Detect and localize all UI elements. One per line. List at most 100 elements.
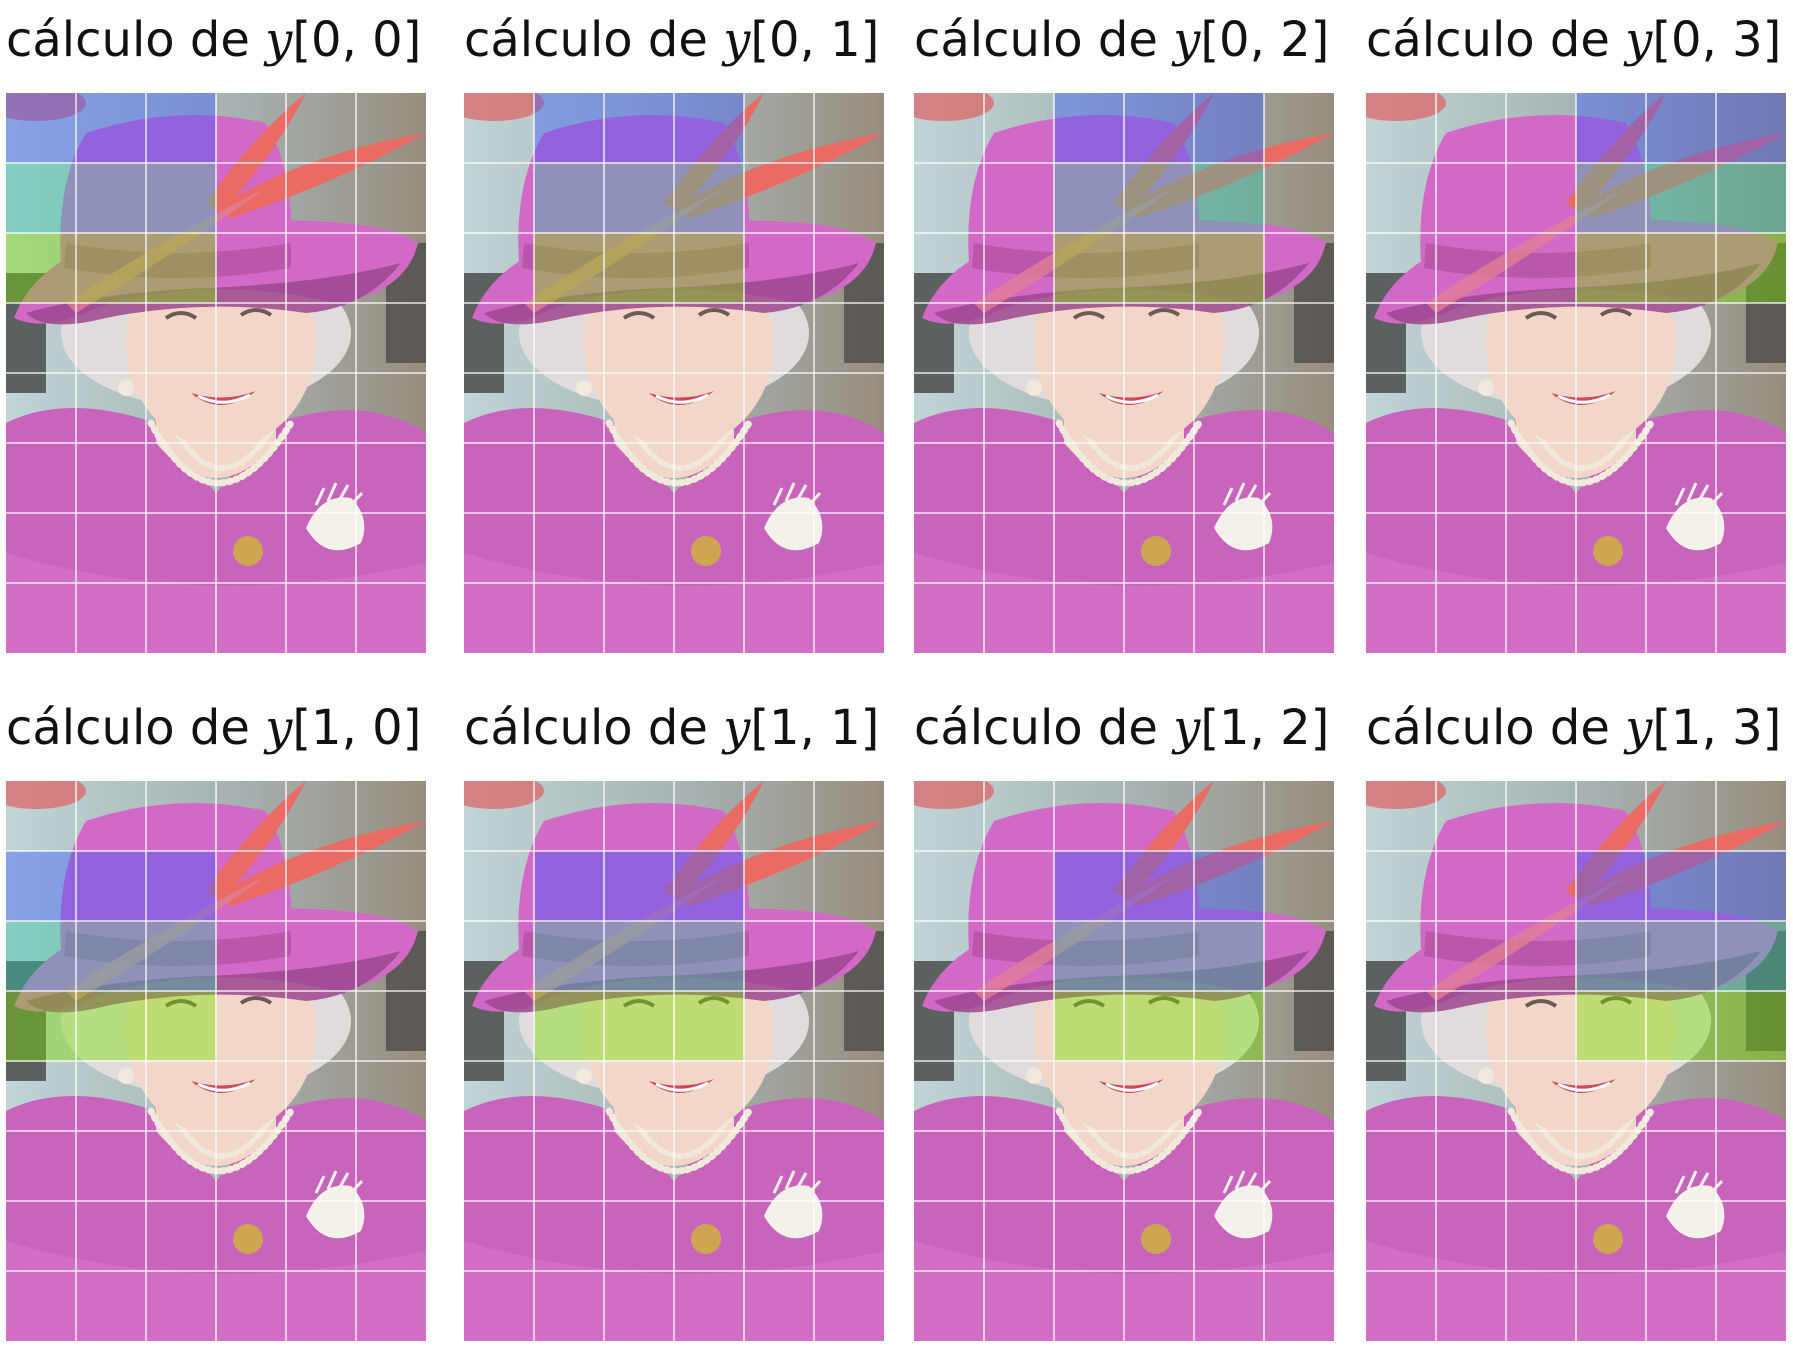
kernel-cell	[146, 991, 216, 1061]
photo-svg	[464, 781, 884, 1341]
photo-panel	[464, 781, 884, 1341]
kernel-cell	[674, 851, 744, 921]
pearl-necklace	[1076, 1108, 1187, 1159]
kernel-cell	[1054, 93, 1124, 163]
kernel-overlay	[1576, 93, 1786, 303]
feather	[1566, 781, 1666, 901]
coat-button	[1593, 1224, 1623, 1254]
kernel-cell	[146, 233, 216, 303]
pearl-earring	[1026, 380, 1042, 396]
brooch-spikes	[1674, 482, 1724, 507]
pixel-grid	[914, 93, 1334, 653]
background-red-blur	[914, 781, 994, 809]
pearl-necklace	[605, 419, 753, 487]
coat-button	[1141, 536, 1171, 566]
kernel-cell	[1716, 921, 1786, 991]
pixel-grid	[464, 93, 884, 653]
title-variable: y	[723, 700, 751, 756]
kernel-cell	[1124, 163, 1194, 233]
background-red-blur	[1366, 781, 1446, 809]
feather	[1566, 93, 1666, 213]
right-eye	[239, 308, 273, 317]
photo-svg	[914, 93, 1334, 653]
hat-crown	[60, 803, 292, 964]
mouth	[191, 391, 256, 406]
kernel-cell	[1194, 921, 1264, 991]
kernel-cell	[1646, 233, 1716, 303]
teeth	[655, 393, 709, 404]
mouth	[1099, 391, 1164, 406]
pearl-necklace	[1055, 419, 1203, 487]
title-index: [1, 1]	[750, 700, 880, 756]
kernel-cell	[534, 233, 604, 303]
feather	[1124, 821, 1334, 906]
kernel-overlay	[1576, 851, 1786, 1061]
kernel-overlay	[1054, 93, 1264, 303]
kernel-cell	[6, 163, 76, 233]
photo-svg	[1366, 93, 1786, 653]
brooch	[1666, 497, 1725, 551]
pearl-necklace	[1528, 1108, 1639, 1159]
right-eye	[697, 996, 731, 1005]
feather	[1124, 133, 1334, 218]
photo-panel	[6, 781, 426, 1341]
pearl-earring	[118, 1068, 134, 1084]
feather	[1576, 133, 1786, 218]
feather	[1114, 93, 1214, 213]
hat-brim-shadow	[484, 263, 859, 325]
kernel-cell	[76, 851, 146, 921]
kernel-cell	[1124, 93, 1194, 163]
kernel-cell	[6, 991, 76, 1061]
hat-crown	[1420, 115, 1652, 276]
feather	[206, 781, 306, 901]
pixel-grid	[914, 781, 1334, 1341]
feather	[206, 93, 306, 213]
title-variable: y	[723, 12, 751, 68]
pearl-earring	[1478, 1068, 1494, 1084]
teeth	[1105, 393, 1159, 404]
teeth	[655, 1081, 709, 1092]
kernel-overlay	[1054, 851, 1264, 1061]
kernel-cell	[1716, 233, 1786, 303]
left-eye	[1524, 999, 1558, 1008]
kernel-cell	[1194, 163, 1264, 233]
kernel-cell	[1194, 233, 1264, 303]
title-prefix: cálculo de	[1366, 12, 1610, 68]
left-eye	[1072, 999, 1106, 1008]
kernel-cell	[1576, 851, 1646, 921]
photo-panel	[1366, 93, 1786, 653]
kernel-cell	[1576, 921, 1646, 991]
kernel-cell	[604, 921, 674, 991]
hat-brim-shadow	[1386, 951, 1761, 1013]
teeth	[197, 1081, 251, 1092]
kernel-overlay	[534, 851, 744, 1061]
coat-button	[233, 536, 263, 566]
title-variable: y	[265, 700, 293, 756]
pearl-earring	[1478, 380, 1494, 396]
brooch-spikes	[1674, 1170, 1724, 1195]
brooch	[306, 1185, 365, 1239]
pearl-necklace	[1055, 1107, 1203, 1175]
right-eye	[1147, 308, 1181, 317]
pixel-grid	[6, 93, 426, 653]
kernel-cell	[76, 991, 146, 1061]
kernel-cell	[1194, 851, 1264, 921]
photo-svg	[6, 93, 426, 653]
kernel-cell	[146, 851, 216, 921]
teeth	[1557, 393, 1611, 404]
panel-title: cálculo de y[1, 0]	[6, 688, 466, 768]
feather	[1576, 821, 1786, 906]
panel-title: cálculo de y[1, 2]	[914, 688, 1374, 768]
pixel-grid	[6, 781, 426, 1341]
pearl-necklace	[147, 419, 295, 487]
hat-crown	[968, 115, 1200, 276]
pixel-grid	[1366, 93, 1786, 653]
kernel-cell	[534, 851, 604, 921]
kernel-cell	[1124, 233, 1194, 303]
title-prefix: cálculo de	[914, 700, 1158, 756]
title-index: [1, 0]	[292, 700, 422, 756]
hat-crown	[60, 115, 292, 276]
kernel-cell	[6, 233, 76, 303]
left-eye	[1072, 311, 1106, 320]
kernel-cell	[1646, 921, 1716, 991]
